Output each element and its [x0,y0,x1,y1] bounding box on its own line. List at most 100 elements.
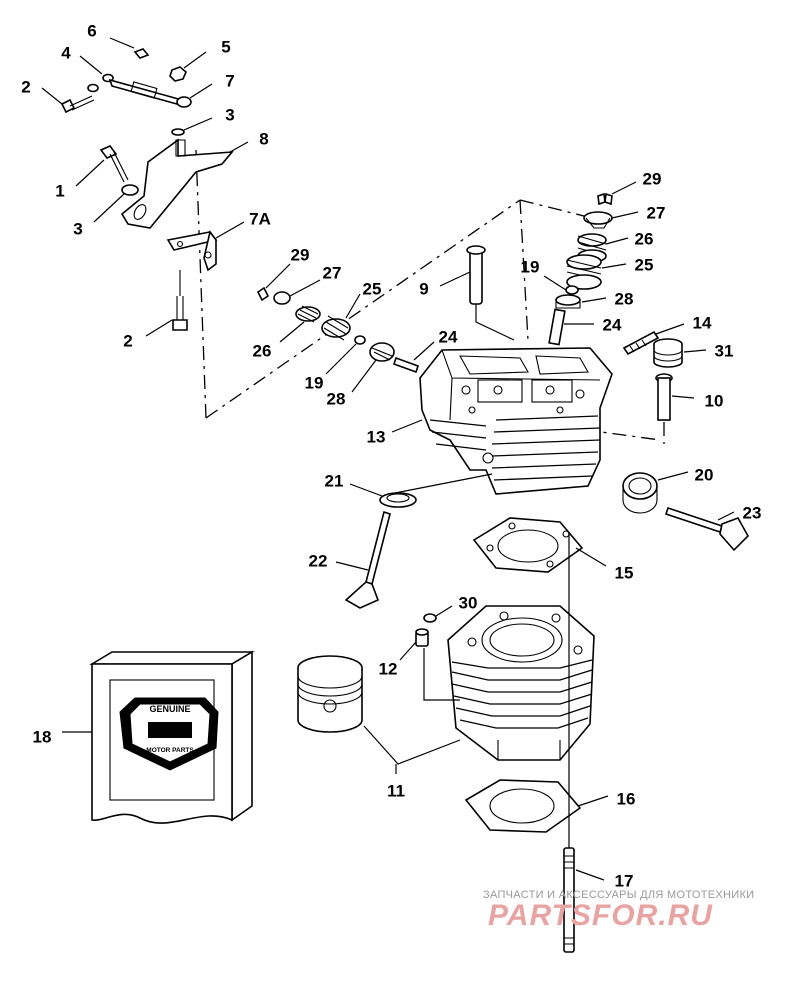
nut-part-5 [169,66,187,82]
spring-part-25-right [566,254,602,290]
callout-n13: 13 [367,427,386,446]
seat-part-28-left [369,342,395,362]
leader-line-n23 [717,511,735,521]
callout-n27b: 27 [647,203,666,222]
callout-n30: 30 [459,593,478,612]
callout-n2a: 2 [21,77,30,96]
bolt-part-10 [655,373,673,444]
valve-train-left [256,286,420,374]
leader-line-n7 [189,83,213,99]
stud-part-14 [622,330,660,356]
callout-n28a: 28 [327,389,346,408]
leader-line-n29b [611,181,637,195]
leader-line-n26a [279,321,305,343]
leader-line-n25b [601,263,627,269]
callout-n20: 20 [695,465,714,484]
callout-n11: 11 [387,781,405,800]
cylinder-barrel [447,605,595,761]
callout-n6: 6 [87,21,96,40]
callout-n1: 1 [55,181,64,200]
guide-part-24-right [548,308,566,346]
leader-line-n28a [351,359,377,393]
washer-part-3-lower [121,184,139,196]
nut-part-6 [133,48,150,59]
callout-n19b: 19 [521,257,540,276]
bolt-part-2-lower [172,270,188,331]
leader-line-n30 [435,605,453,617]
logo-bottom-text: MOTOR PARTS [146,747,194,754]
leader-line-n19b [543,275,567,291]
leader-line-n2b [145,319,173,337]
leader-line-n27a [289,279,321,297]
callout-n25b: 25 [635,255,654,274]
valve-part-23 [664,506,749,552]
callout-n8: 8 [259,129,268,148]
genuine-parts-box: GENUINE MOTOR PARTS [89,650,255,824]
callout-n19a: 19 [305,373,324,392]
callout-n22: 22 [309,551,328,570]
callout-n7a: 7A [249,209,271,228]
leader-line-n17 [575,869,605,881]
leader-line-n8 [229,141,249,153]
leader-line-n26b [605,237,629,245]
bracket-assembly [60,48,234,331]
head-gasket-part-15 [472,517,584,573]
leader-line-n21 [349,483,383,497]
dowel-part-12 [415,628,429,647]
keepers-part-29-right [597,192,613,206]
cap-part-31 [653,338,683,368]
seat-part-28-right [555,294,581,309]
callout-n31: 31 [715,341,734,360]
leader-line-n5 [183,51,207,69]
callout-n12: 12 [379,659,398,678]
callout-n3b: 3 [73,219,82,238]
callout-n7: 7 [225,71,234,90]
extra-leaders [363,473,493,765]
washer-part-3-upper [171,128,185,136]
callout-n15: 15 [615,563,634,582]
leader-line-n14 [655,323,685,335]
callout-n29a: 29 [291,245,310,264]
watermark-caption: ЗАПЧАСТИ И АКСЕССУАРЫ ДЛЯ МОТОТЕХНИКИ [483,889,755,901]
callout-n21: 21 [325,471,344,490]
leader-line-n27b [611,211,639,219]
keepers-part-29-left [256,286,270,302]
callout-n25a: 25 [363,279,382,298]
callout-n28b: 28 [615,289,634,308]
callout-n27a: 27 [323,263,342,282]
seal-part-19-left [354,335,366,345]
ring-part-20 [622,472,658,514]
leader-line-n1 [75,159,105,187]
leader-line-n10 [671,395,695,399]
callout-n29b: 29 [643,169,662,188]
leader-line-n7a [215,221,245,239]
piston [297,655,363,733]
rod-part-7 [108,78,192,108]
leader-line-n3a [183,117,213,131]
leader-line-n22 [335,561,369,571]
stud-part-17 [563,532,575,953]
washer-part-4a [87,83,99,93]
callout-n23: 23 [743,503,762,522]
callout-n16: 16 [617,789,636,808]
base-gasket-part-16 [464,779,582,833]
callout-n5: 5 [221,37,230,56]
logo-top-text: GENUINE [149,704,190,714]
watermark-brand: PARTSFOR.RU [488,899,713,932]
callout-n26a: 26 [253,341,272,360]
leader-line-n15 [575,547,607,567]
dowel-part-30 [423,613,437,623]
callout-n26b: 26 [635,229,654,248]
guide-part-24-left [392,356,420,374]
valve-part-22 [344,510,391,609]
leader-line-n24a [413,341,435,361]
leader-line-n2a [41,87,63,105]
valve-seat-part-21 [379,492,417,508]
leader-line-n4 [79,55,103,75]
leader-line-n28b [581,297,607,303]
callout-n2b: 2 [123,331,132,350]
leader-line-n20 [657,471,689,481]
leader-line-n13 [391,419,423,433]
spring-part-26-left [295,305,321,323]
